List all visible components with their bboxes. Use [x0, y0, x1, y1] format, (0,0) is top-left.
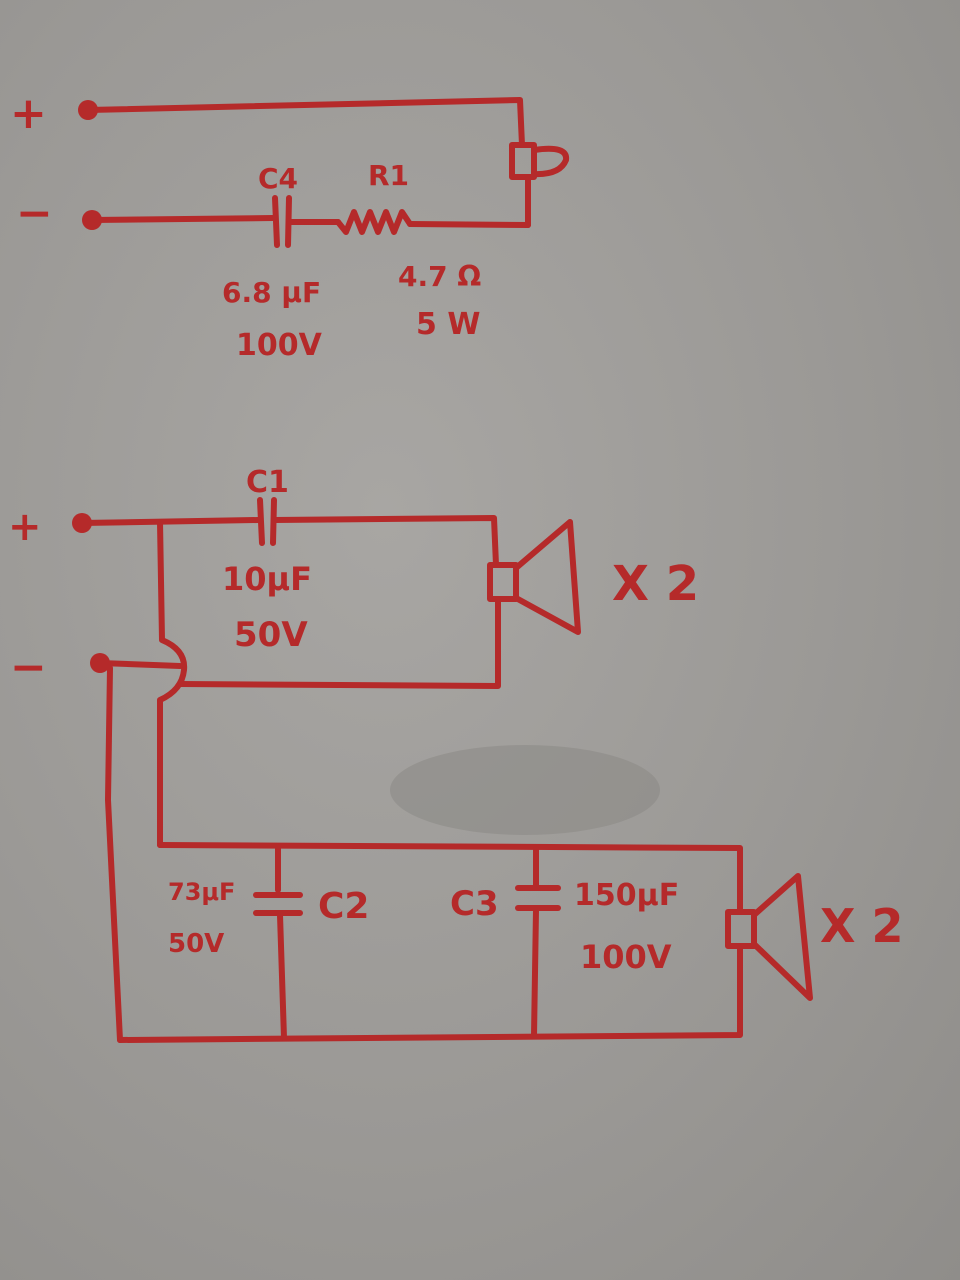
c3-bottom-lead: [531, 907, 539, 1039]
top-neg-wire-c: [407, 221, 531, 228]
mid-pos-label: +: [8, 504, 42, 550]
top-circuit: + − C4 R1 6.8 μF 100V 4.7 Ω 5 W: [10, 88, 570, 363]
mid-circuit: + − C1 10μF 50V X 2: [8, 465, 699, 1043]
bottom-top-wire: [157, 842, 743, 915]
c2-ref-label: C2: [318, 886, 369, 927]
c4-value-label: 6.8 μF: [222, 276, 321, 309]
resistor-r1-icon: [335, 209, 413, 235]
c1-ref-label: C1: [246, 465, 289, 500]
bottom-speaker-multiplier: X 2: [820, 899, 904, 953]
c2-voltage-label: 50V: [168, 929, 224, 959]
top-pos-wire: [85, 97, 525, 148]
c3-value-label: 150μF: [574, 878, 679, 913]
mid-neg-wire: [97, 660, 183, 669]
top-pos-label: +: [10, 88, 47, 139]
mid-speaker-multiplier: X 2: [612, 556, 699, 612]
mid-pos-wire-a: [79, 517, 261, 526]
mid-bus-wire: [157, 519, 188, 848]
r1-ref-label: R1: [368, 159, 409, 192]
mid-pos-wire-b: [271, 515, 499, 568]
c3-ref-label: C3: [450, 884, 499, 924]
c2-value-label: 73μF: [168, 878, 235, 906]
top-tweeter-icon: [509, 142, 570, 180]
r1-power-label: 5 W: [416, 307, 480, 342]
r1-value-label: 4.7 Ω: [398, 260, 481, 293]
mid-neg-label: −: [10, 642, 47, 693]
c4-ref-label: C4: [258, 162, 298, 195]
bottom-circuit: 73μF 50V C2 C3 150μF 100V X 2: [117, 842, 904, 1043]
bottom-speaker-icon: [725, 873, 813, 1001]
c2-bottom-lead: [277, 912, 287, 1041]
capacitor-c2-icon: [253, 892, 303, 916]
mid-neg-return: [105, 665, 123, 1043]
paper-smudge: [390, 745, 660, 835]
top-neg-label: −: [16, 188, 53, 239]
bottom-ground-wire: [117, 943, 743, 1043]
c3-voltage-label: 100V: [580, 938, 672, 976]
mid-return-wire: [177, 596, 501, 689]
capacitor-c3-icon: [515, 885, 561, 911]
top-neg-wire-a: [89, 215, 276, 223]
c1-value-label: 10μF: [222, 560, 312, 598]
c1-voltage-label: 50V: [234, 615, 308, 655]
mid-speaker-icon: [487, 519, 581, 635]
c4-voltage-label: 100V: [236, 328, 323, 363]
